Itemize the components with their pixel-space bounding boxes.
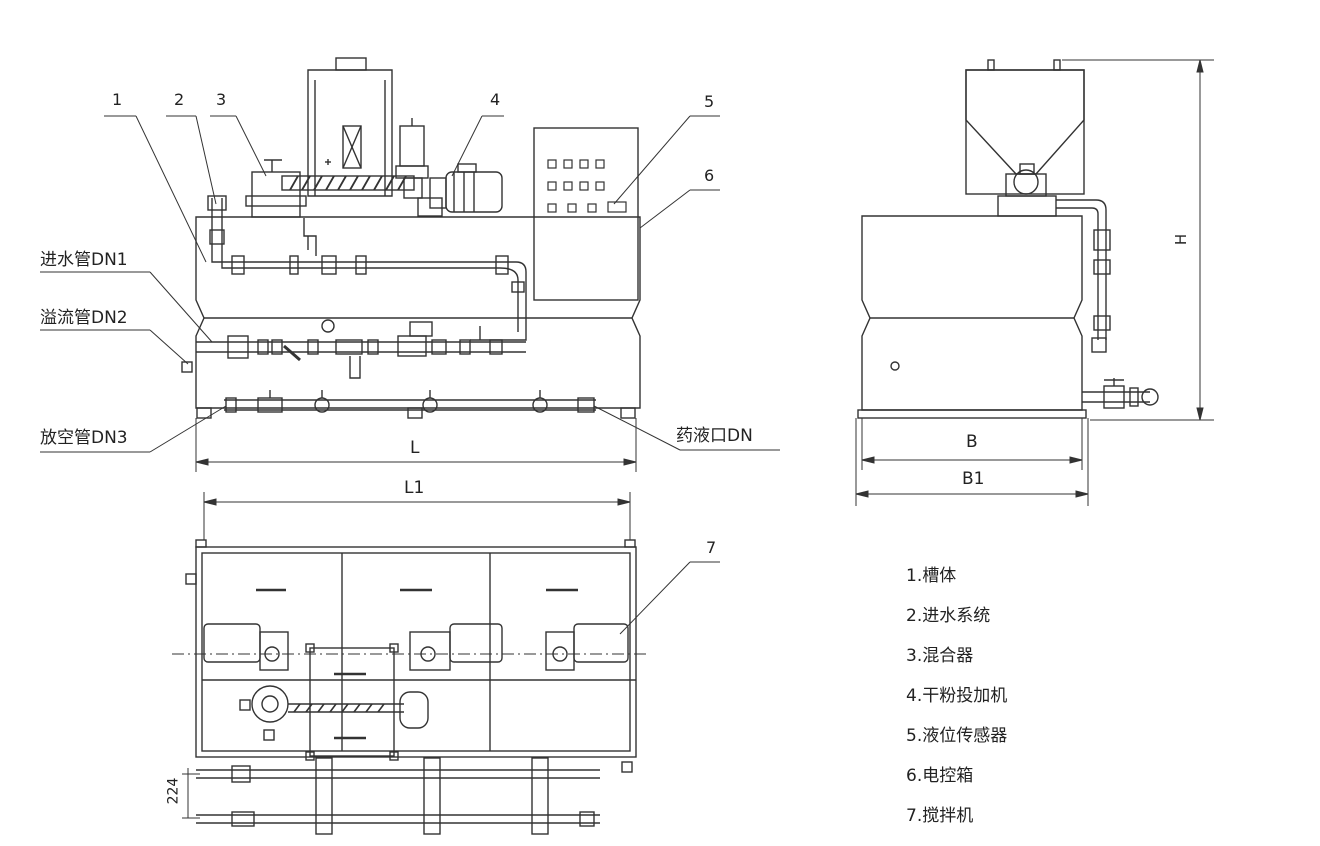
callout-3: 3 (216, 90, 227, 109)
label-outlet: 药液口DN (676, 426, 753, 446)
label-inlet-pipe: 进水管DN1 (40, 250, 128, 270)
dimension-lines (182, 59, 1214, 819)
callout-1: 1 (112, 90, 123, 109)
dim-H: H (1172, 233, 1191, 246)
dim-224: 224 (165, 777, 182, 805)
label-drain-pipe: 放空管DN3 (40, 428, 128, 448)
callout-7: 7 (706, 538, 717, 557)
legend-item-control-box: 6.电控箱 (906, 766, 974, 786)
callout-5: 5 (704, 92, 715, 111)
leader-lines (40, 115, 780, 635)
dim-L1: L1 (404, 478, 425, 498)
side-view (857, 59, 1159, 419)
legend-item-inlet-system: 2.进水系统 (906, 606, 991, 626)
dim-L: L (410, 438, 420, 458)
legend-item-level-sensor: 5.液位传感器 (906, 726, 1008, 746)
legend-item-powder-feeder: 4.干粉投加机 (906, 686, 1008, 706)
callout-4: 4 (490, 90, 501, 109)
parts-legend: 1.槽体 2.进水系统 3.混合器 4.干粉投加机 5.液位传感器 6.电控箱 … (906, 566, 1007, 846)
top-view (172, 539, 648, 835)
legend-item-agitator: 7.搅拌机 (906, 806, 974, 826)
legend-item-tank: 1.槽体 (906, 566, 957, 586)
dim-B: B (966, 432, 978, 452)
legend-item-mixer: 3.混合器 (906, 646, 974, 666)
label-overflow-pipe: 溢流管DN2 (40, 308, 128, 328)
callout-6: 6 (704, 166, 715, 185)
dim-B1: B1 (962, 469, 985, 489)
front-view (181, 57, 641, 419)
callout-2: 2 (174, 90, 185, 109)
